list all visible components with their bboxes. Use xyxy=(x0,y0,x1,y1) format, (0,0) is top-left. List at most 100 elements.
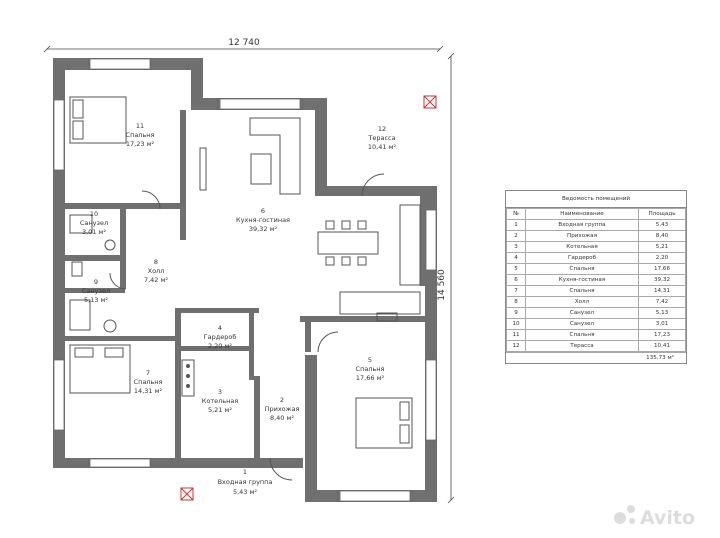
svg-text:6: 6 xyxy=(261,207,265,215)
dimension-width: 12 740 xyxy=(43,38,444,53)
svg-text:7: 7 xyxy=(146,369,150,377)
svg-text:5,43 м²: 5,43 м² xyxy=(233,488,257,496)
cell-number: 4 xyxy=(506,252,526,264)
entry-marker-icon xyxy=(180,487,194,501)
svg-text:3: 3 xyxy=(218,388,222,396)
cell-number: 2 xyxy=(506,230,526,242)
cell-area: 10,41 xyxy=(638,340,686,352)
bed-7 xyxy=(69,344,131,394)
svg-text:1: 1 xyxy=(243,468,247,476)
svg-text:Спальня: Спальня xyxy=(126,131,155,139)
svg-text:Гардероб: Гардероб xyxy=(204,333,237,341)
cell-name: Входная группа xyxy=(525,219,639,231)
cell-number: 6 xyxy=(506,274,526,286)
room-label-6: 6 Кухня-гостиная 39,32 м² xyxy=(236,207,290,233)
cell-number: 9 xyxy=(506,307,526,319)
cell-area: 39,32 xyxy=(638,274,686,286)
bed-11 xyxy=(69,96,127,144)
cell-area: 3,01 xyxy=(638,318,686,330)
room-label-2: 2 Прихожая 8,40 м² xyxy=(265,396,300,422)
svg-text:17,23 м²: 17,23 м² xyxy=(126,140,155,148)
svg-text:5,13 м²: 5,13 м² xyxy=(84,296,108,304)
cell-name: Холл xyxy=(525,296,639,308)
room-label-1: 1 Входная группа 5,43 м² xyxy=(218,468,273,496)
cell-name: Спальня xyxy=(525,329,639,341)
cell-name: Санузел xyxy=(525,307,639,319)
svg-text:Терасса: Терасса xyxy=(367,134,395,142)
svg-text:2,20 м²: 2,20 м² xyxy=(208,342,232,350)
svg-text:10,41 м²: 10,41 м² xyxy=(368,143,397,151)
cell-name: Спальня xyxy=(525,263,639,275)
svg-text:7,42 м²: 7,42 м² xyxy=(144,276,168,284)
svg-text:5,21 м²: 5,21 м² xyxy=(208,406,232,414)
room-label-8: 8 Холл 7,42 м² xyxy=(144,258,168,284)
avito-logo-icon: Avito xyxy=(614,505,695,529)
interior-walls xyxy=(65,110,426,458)
cell-area: 14,31 xyxy=(638,285,686,297)
svg-text:4: 4 xyxy=(218,324,222,332)
room-label-5: 5 Спальня 17,66 м² xyxy=(356,356,385,382)
kitchen-counter xyxy=(339,204,421,322)
svg-text:39,32 м²: 39,32 м² xyxy=(249,225,278,233)
cell-area: 5,21 xyxy=(638,241,686,253)
svg-text:5: 5 xyxy=(368,356,372,364)
cell-name: Кухня-гостиная xyxy=(525,274,639,286)
header-area: Площадь xyxy=(638,208,686,220)
windows xyxy=(53,58,437,502)
svg-text:Спальня: Спальня xyxy=(134,378,163,386)
room-label-11: 11 Спальня 17,23 м² xyxy=(126,122,155,148)
room-label-10: 10 Санузел 3,01 м² xyxy=(80,210,108,236)
svg-text:Холл: Холл xyxy=(148,267,165,275)
room-label-9: 9 Санузел 5,13 м² xyxy=(82,278,110,304)
cell-area: 5,43 xyxy=(638,219,686,231)
cell-number: 1 xyxy=(506,219,526,231)
svg-text:10: 10 xyxy=(90,210,98,218)
cell-number: 5 xyxy=(506,263,526,275)
room-label-7: 7 Спальня 14,31 м² xyxy=(134,369,163,395)
svg-text:Котельная: Котельная xyxy=(202,397,239,405)
svg-text:Прихожая: Прихожая xyxy=(265,405,300,413)
cell-name: Котельная xyxy=(525,241,639,253)
cell-name: Санузел xyxy=(525,318,639,330)
header-number: № xyxy=(506,208,526,220)
cell-area: 17,66 xyxy=(638,263,686,275)
cell-number: 3 xyxy=(506,241,526,253)
svg-text:Санузел: Санузел xyxy=(82,287,110,295)
svg-text:2: 2 xyxy=(280,396,284,404)
cell-area: 17,23 xyxy=(638,329,686,341)
svg-text:9: 9 xyxy=(94,278,98,286)
cell-number: 10 xyxy=(506,318,526,330)
boiler-room-equipment xyxy=(181,359,195,397)
height-label: 14 560 xyxy=(437,269,447,301)
north-marker-icon xyxy=(423,95,437,109)
cell-name: Прихожая xyxy=(525,230,639,242)
tv-unit xyxy=(199,147,207,191)
width-label: 12 740 xyxy=(228,38,260,48)
room-schedule-title: Ведомость помещений xyxy=(506,191,686,208)
watermark-text: Avito xyxy=(640,507,695,529)
doors xyxy=(109,173,385,481)
cell-number: 12 xyxy=(506,340,526,352)
svg-text:Кухня-гостиная: Кухня-гостиная xyxy=(236,216,290,224)
table-header-row: № Наименование Площадь xyxy=(506,208,686,220)
svg-text:12: 12 xyxy=(378,125,386,133)
cell-name: Спальня xyxy=(525,285,639,297)
header-name: Наименование xyxy=(525,208,639,220)
cell-number: 8 xyxy=(506,296,526,308)
svg-text:8: 8 xyxy=(154,258,158,266)
sofa xyxy=(249,117,301,195)
svg-text:8,40 м²: 8,40 м² xyxy=(270,414,294,422)
room-label-4: 4 Гардероб 2,20 м² xyxy=(204,324,237,350)
